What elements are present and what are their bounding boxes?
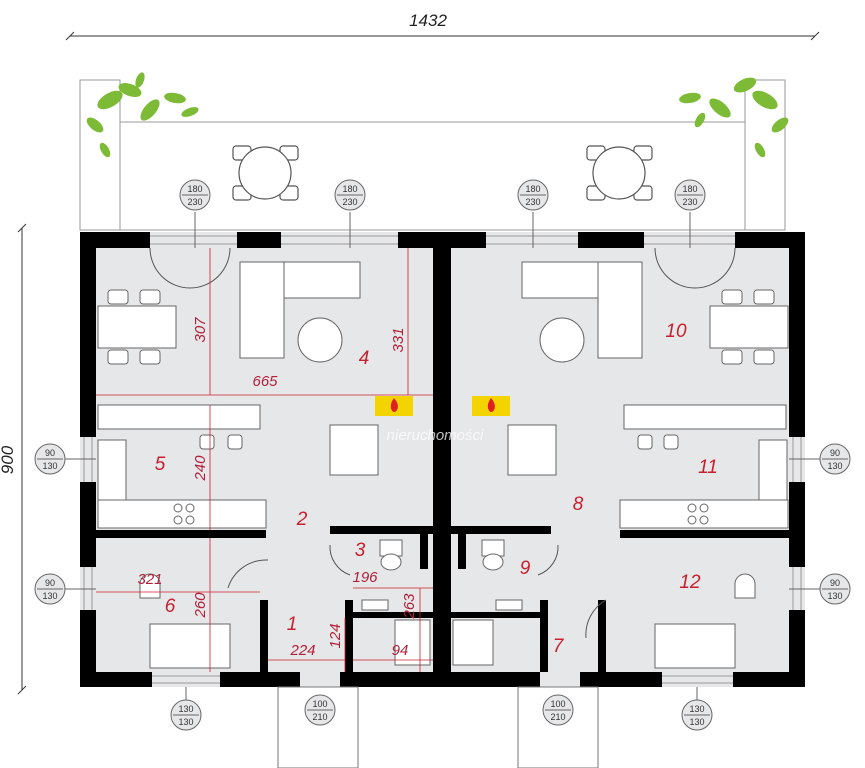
svg-text:100: 100	[312, 699, 327, 709]
svg-text:180: 180	[682, 184, 697, 194]
furniture-left	[97, 261, 379, 669]
svg-text:130: 130	[827, 461, 842, 471]
dimension-lines	[96, 248, 433, 672]
svg-text:180: 180	[187, 184, 202, 194]
terrace-table-left	[232, 145, 299, 201]
dim-196: 196	[352, 569, 378, 586]
room-6: 6	[165, 596, 176, 617]
window-tag-bottom-2: 130 130	[681, 687, 713, 731]
window-tag-right-1: 90 130	[789, 443, 851, 475]
bathrooms	[361, 539, 523, 666]
window-tag-top-4: 180 230	[674, 179, 706, 248]
dim-224: 224	[289, 642, 315, 659]
svg-text:130: 130	[42, 461, 57, 471]
dim-94: 94	[392, 642, 409, 659]
window-tag-top-2: 180 230	[334, 179, 366, 248]
svg-text:90: 90	[45, 448, 55, 458]
dim-331: 331	[390, 327, 407, 352]
terrace-table-right	[586, 145, 653, 201]
furniture-right	[507, 261, 789, 669]
door-tag-right: 100 210	[542, 694, 574, 726]
room-1: 1	[287, 614, 298, 635]
overall-depth-dimension: 900	[0, 223, 27, 695]
watermark: nieruchomości	[387, 427, 484, 444]
window-tag-left-1: 90 130	[34, 443, 96, 475]
room-10: 10	[665, 321, 687, 342]
svg-text:130: 130	[42, 591, 57, 601]
dim-321: 321	[137, 571, 162, 588]
window-tag-right-2: 90 130	[789, 573, 851, 605]
room-9: 9	[520, 558, 531, 579]
door-swings	[149, 247, 736, 639]
dim-665: 665	[252, 373, 278, 390]
dim-260: 260	[192, 592, 209, 619]
plant-left	[86, 72, 199, 158]
window-tag-left-2: 90 130	[34, 573, 96, 605]
room-4: 4	[359, 348, 370, 369]
dim-307: 307	[192, 317, 209, 343]
svg-text:130: 130	[178, 704, 193, 714]
svg-text:100: 100	[550, 699, 565, 709]
dim-263: 263	[401, 593, 418, 620]
watermark-text: nieruchomości	[387, 427, 484, 444]
room-8: 8	[573, 494, 584, 515]
svg-text:130: 130	[178, 717, 193, 727]
svg-text:90: 90	[830, 578, 840, 588]
svg-text:90: 90	[830, 448, 840, 458]
svg-text:210: 210	[550, 712, 565, 722]
window-tags: 180 230 180 230 180 230 180 230	[34, 179, 851, 731]
svg-text:130: 130	[827, 591, 842, 601]
window-tag-bottom-1: 130 130	[170, 687, 202, 731]
plant-right	[679, 77, 789, 158]
svg-text:230: 230	[342, 197, 357, 207]
fireplaces	[375, 396, 510, 416]
room-7: 7	[553, 636, 565, 657]
window-tag-top-1: 180 230	[179, 179, 211, 248]
overall-width-dimension: 1432	[65, 11, 820, 41]
svg-text:230: 230	[682, 197, 697, 207]
windows	[83, 235, 802, 684]
walls	[80, 232, 805, 687]
room-11: 11	[698, 457, 718, 478]
room-5: 5	[155, 454, 166, 475]
svg-text:130: 130	[689, 704, 704, 714]
svg-text:90: 90	[45, 578, 55, 588]
door-tag-left: 100 210	[304, 694, 336, 726]
room-2: 2	[296, 509, 308, 530]
dim-124: 124	[327, 623, 344, 648]
overall-width-label: 1432	[409, 11, 447, 30]
svg-text:180: 180	[525, 184, 540, 194]
window-tag-top-3: 180 230	[517, 179, 549, 248]
svg-text:210: 210	[312, 712, 327, 722]
room-3: 3	[355, 540, 366, 561]
terrace	[79, 79, 786, 231]
overall-depth-label: 900	[0, 445, 17, 474]
svg-text:230: 230	[187, 197, 202, 207]
dim-240: 240	[192, 455, 209, 482]
svg-text:180: 180	[342, 184, 357, 194]
room-numbers: 1 2 3 4 5 6 7 8 9 10 11 12	[155, 321, 718, 657]
svg-text:230: 230	[525, 197, 540, 207]
dimension-labels: 665 307 331 240 260 321 196 263 224 124 …	[137, 317, 418, 659]
room-12: 12	[679, 572, 701, 593]
svg-text:130: 130	[689, 717, 704, 727]
